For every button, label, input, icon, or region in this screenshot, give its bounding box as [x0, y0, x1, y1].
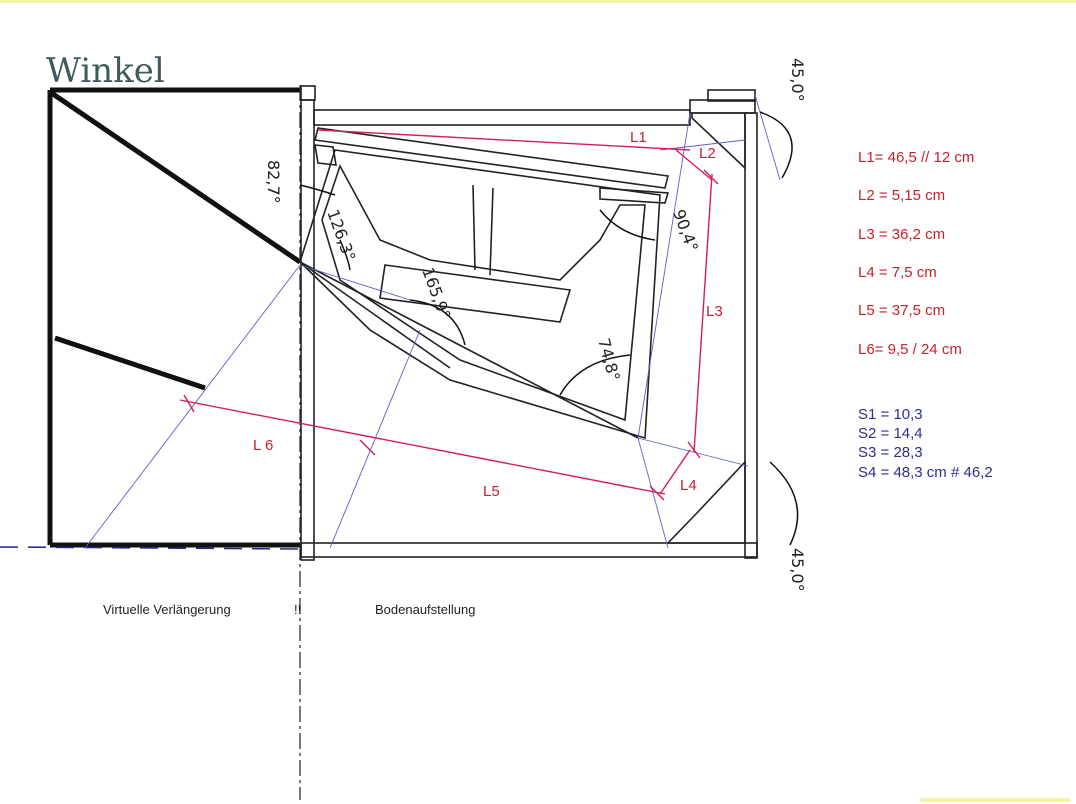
- length-annotations: L1= 46,5 // 12 cm L2 = 5,15 cm L3 = 36,2…: [858, 149, 974, 358]
- angle-label-bottom-right: 45,0°: [788, 548, 807, 592]
- angle-label-126: 126,3°: [323, 207, 359, 264]
- inner-chamber: [299, 127, 670, 440]
- page-title: Winkel: [46, 51, 165, 91]
- scan-edge-top: [0, 0, 1076, 3]
- angle-label-82: 82,7°: [264, 160, 283, 204]
- floor-dash-line: [0, 546, 301, 550]
- cabinet-outline: [300, 85, 758, 561]
- section-annotations: S1 = 10,3 S2 = 14,4 S3 = 28,3 S4 = 48,3 …: [858, 406, 993, 481]
- label-l5: L5: [483, 483, 500, 500]
- angle-arcs: [299, 111, 799, 546]
- length-item: L4 = 7,5 cm: [858, 264, 937, 281]
- length-item: L5 = 37,5 cm: [858, 302, 945, 319]
- caption-floor-placement: Bodenaufstellung: [375, 602, 475, 617]
- angle-label-90: 90,4°: [669, 207, 702, 254]
- section-item: S4 = 48,3 cm # 46,2: [858, 464, 993, 481]
- scan-edge-bottom: [920, 798, 1070, 802]
- length-item: L2 = 5,15 cm: [858, 187, 945, 204]
- dimension-lines: [179, 129, 719, 501]
- label-l4: L4: [680, 477, 697, 494]
- section-item: S1 = 10,3: [858, 406, 923, 423]
- section-item: S3 = 28,3: [858, 444, 923, 461]
- label-l1: L1: [630, 129, 647, 146]
- label-l6: L 6: [253, 437, 273, 454]
- angle-label-top-right: 45,0°: [788, 58, 807, 102]
- length-item: L3 = 36,2 cm: [858, 226, 945, 243]
- angle-label-74: 74,8°: [594, 336, 624, 383]
- virtual-extension-geometry: [47, 87, 302, 548]
- label-l3: L3: [706, 303, 723, 320]
- length-item: L6= 9,5 / 24 cm: [858, 341, 962, 358]
- construction-lines: [84, 94, 781, 549]
- label-l2: L2: [699, 145, 716, 162]
- caption-marks: !!: [294, 602, 301, 617]
- caption-virtual-extension: Virtuelle Verlängerung: [103, 602, 231, 617]
- section-item: S2 = 14,4: [858, 425, 923, 442]
- length-item: L1= 46,5 // 12 cm: [858, 149, 974, 166]
